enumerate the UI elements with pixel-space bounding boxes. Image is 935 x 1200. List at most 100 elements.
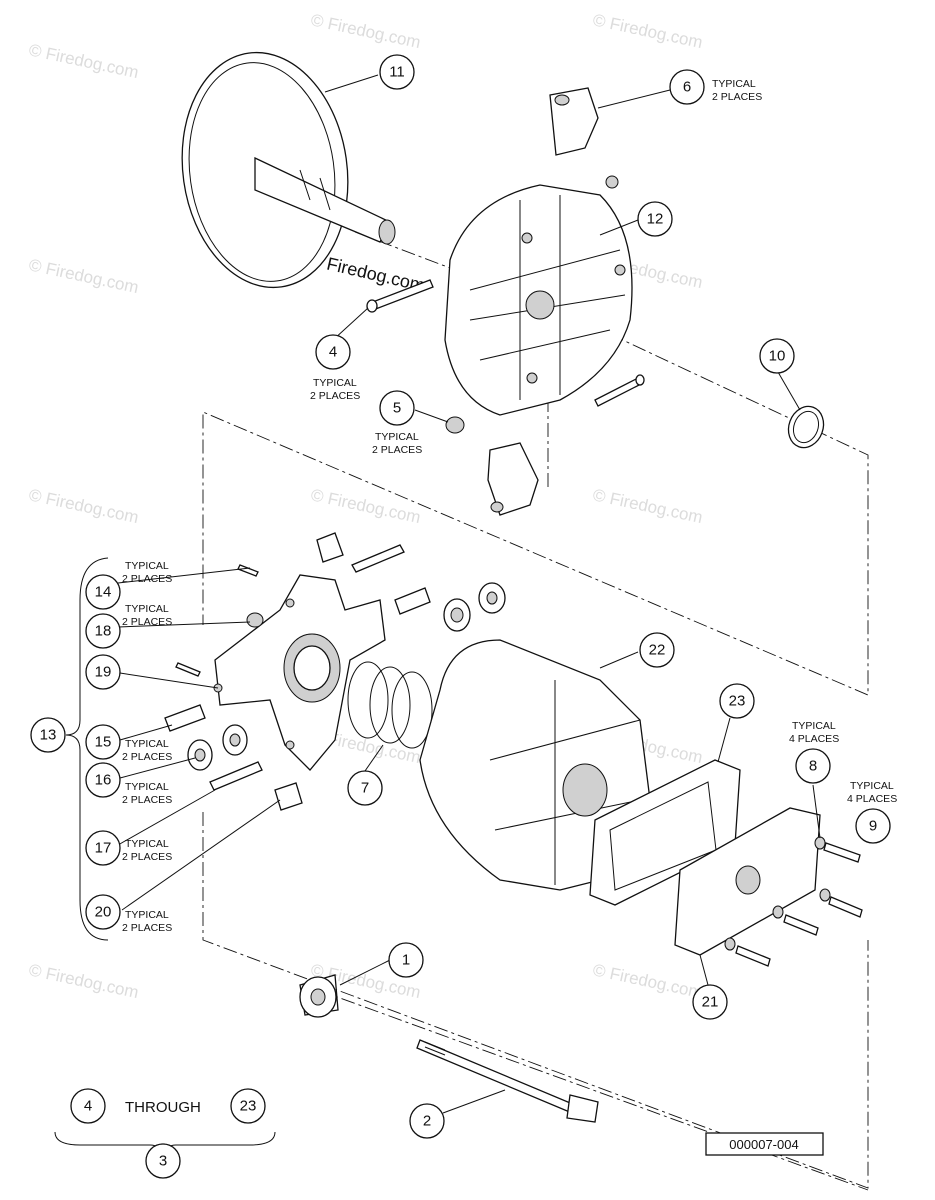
bracket-13 — [65, 557, 109, 941]
callout-10: 10 — [759, 338, 795, 374]
range-through-label: THROUGH — [125, 1099, 201, 1116]
part-11-sheave — [181, 51, 396, 289]
watermark: © Firedog.com — [591, 960, 704, 1002]
note-18-line1: TYPICAL — [125, 603, 169, 615]
svg-text:5: 5 — [393, 400, 401, 417]
range-from-callout: 4 — [70, 1088, 106, 1124]
note-15-line1: TYPICAL — [125, 738, 169, 750]
svg-text:20: 20 — [95, 904, 112, 921]
svg-text:23: 23 — [729, 693, 746, 710]
svg-text:22: 22 — [649, 642, 666, 659]
watermark: © Firedog.com — [591, 485, 704, 527]
note-8-line2: 4 PLACES — [789, 733, 839, 745]
note-4-line1: TYPICAL — [313, 377, 357, 389]
parts-8-9-washers-bolts — [724, 836, 863, 967]
callout-9: 9 — [855, 808, 891, 844]
svg-text:9: 9 — [869, 818, 877, 835]
note-6-line2: 2 PLACES — [712, 91, 762, 103]
note-14-line1: TYPICAL — [125, 560, 169, 572]
svg-text:23: 23 — [240, 1098, 257, 1115]
callout-21: 21 — [692, 984, 728, 1020]
part-4-bolt — [366, 279, 434, 313]
part-1-spacer — [299, 974, 339, 1018]
svg-text:17: 17 — [95, 840, 112, 857]
note-18-line2: 2 PLACES — [122, 616, 172, 628]
range-assembly-callout: 3 — [145, 1143, 181, 1179]
watermark: © Firedog.com — [27, 485, 140, 527]
watermark: © Firedog.com — [27, 255, 140, 297]
svg-text:18: 18 — [95, 623, 112, 640]
note-14-line2: 2 PLACES — [122, 573, 172, 585]
note-5-line1: TYPICAL — [375, 431, 419, 443]
note-9-line2: 4 PLACES — [847, 793, 897, 805]
callout-2: 2 — [409, 1103, 445, 1139]
part-21-endplate — [674, 807, 821, 956]
part-22-cover — [419, 639, 651, 891]
callout-14: 14 — [85, 574, 121, 610]
part-12-housing — [444, 175, 633, 416]
svg-text:7: 7 — [361, 780, 369, 797]
reference-code-box: 000007-004 — [705, 1132, 824, 1156]
callout-18: 18 — [85, 613, 121, 649]
callout-4: 4 — [315, 334, 351, 370]
part-4-bolt-b — [594, 374, 645, 407]
part-6-weight — [549, 87, 599, 156]
note-6-line1: TYPICAL — [712, 78, 756, 90]
callout-16: 16 — [85, 762, 121, 798]
part-5-nut — [445, 416, 465, 434]
svg-text:2: 2 — [423, 1113, 431, 1130]
svg-text:19: 19 — [95, 664, 112, 681]
svg-text:4: 4 — [329, 344, 337, 361]
callout-7: 7 — [347, 770, 383, 806]
svg-text:11: 11 — [389, 64, 405, 81]
note-8-line1: TYPICAL — [792, 720, 836, 732]
part-6-weight-b — [487, 442, 539, 516]
watermark: © Firedog.com — [309, 10, 422, 52]
watermark: © Firedog.com — [27, 960, 140, 1002]
part-19-spider — [213, 574, 386, 771]
callout-23: 23 — [719, 683, 755, 719]
callout-1: 1 — [388, 942, 424, 978]
callout-12: 12 — [637, 201, 673, 237]
note-9-line1: TYPICAL — [850, 780, 894, 792]
reference-code: 000007-004 — [729, 1137, 798, 1152]
range-note: 4 THROUGH 23 3 — [54, 1088, 276, 1179]
callout-15: 15 — [85, 724, 121, 760]
svg-text:16: 16 — [95, 772, 112, 789]
svg-text:12: 12 — [647, 211, 664, 228]
note-20-line1: TYPICAL — [125, 909, 169, 921]
range-to-callout: 23 — [230, 1088, 266, 1124]
part-10-oring — [787, 405, 825, 449]
note-17-line2: 2 PLACES — [122, 851, 172, 863]
callout-8: 8 — [795, 748, 831, 784]
svg-text:15: 15 — [95, 734, 112, 751]
note-16-line2: 2 PLACES — [122, 794, 172, 806]
svg-text:21: 21 — [702, 994, 719, 1011]
watermark: © Firedog.com — [27, 40, 140, 82]
part-7-spring — [347, 661, 433, 749]
note-4-line2: 2 PLACES — [310, 390, 360, 402]
svg-text:13: 13 — [40, 727, 57, 744]
callout-13: 13 — [30, 717, 66, 753]
spider-small-parts — [164, 532, 506, 811]
callout-11: 11 — [379, 54, 415, 90]
watermark: © Firedog.com — [309, 485, 422, 527]
note-5-line2: 2 PLACES — [372, 444, 422, 456]
svg-text:3: 3 — [159, 1153, 167, 1170]
note-15-line2: 2 PLACES — [122, 751, 172, 763]
note-20-line2: 2 PLACES — [122, 922, 172, 934]
watermark: © Firedog.com — [591, 10, 704, 52]
svg-text:14: 14 — [95, 584, 112, 601]
svg-text:6: 6 — [683, 79, 691, 96]
svg-text:1: 1 — [402, 952, 410, 969]
callout-6: 6 — [669, 69, 705, 105]
note-16-line1: TYPICAL — [125, 781, 169, 793]
callout-5: 5 — [379, 390, 415, 426]
callout-17: 17 — [85, 830, 121, 866]
note-17-line1: TYPICAL — [125, 838, 169, 850]
callout-20: 20 — [85, 894, 121, 930]
svg-text:4: 4 — [84, 1098, 92, 1115]
leader-lines — [117, 74, 821, 1114]
callout-22: 22 — [639, 632, 675, 668]
